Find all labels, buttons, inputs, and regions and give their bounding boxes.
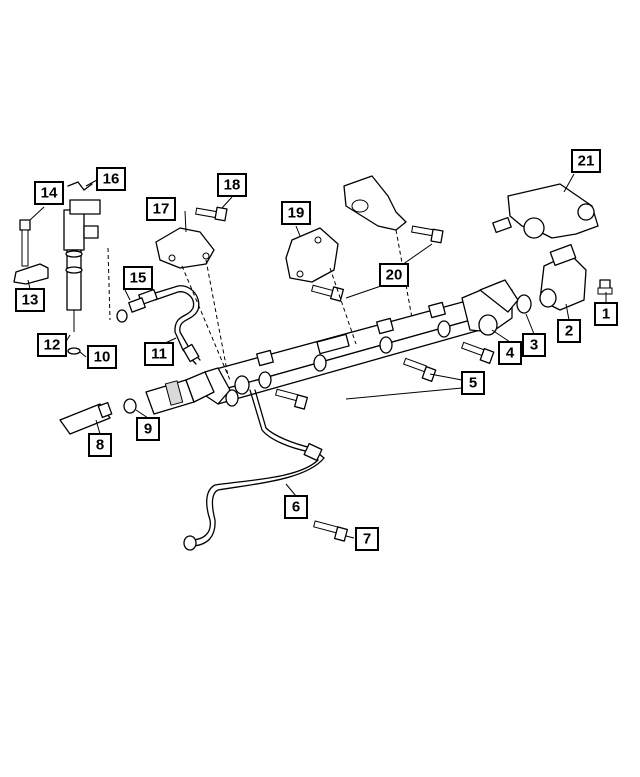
- callout-9-label: 9: [144, 421, 152, 438]
- pressure-sensor-8: [59, 402, 113, 435]
- callout-1: 1: [594, 302, 618, 326]
- callout-20: 20: [379, 263, 409, 287]
- fuel-line-11: [138, 285, 201, 365]
- fuel-rail: [199, 279, 519, 407]
- callout-13-label: 13: [22, 292, 39, 309]
- callout-15-label: 15: [130, 270, 147, 287]
- bolt-7: [313, 520, 349, 542]
- callout-17-label: 17: [153, 201, 170, 218]
- callout-21: 21: [571, 149, 601, 173]
- o-ring-3: [516, 294, 532, 314]
- rail-pressure-sensor: [145, 371, 215, 415]
- callout-12: 12: [37, 333, 67, 357]
- callout-7-label: 7: [363, 531, 371, 548]
- injector-washer: [67, 347, 81, 355]
- bolt-19: [310, 284, 345, 302]
- callout-19-label: 19: [288, 205, 305, 222]
- bolts-5: [274, 341, 495, 410]
- callout-6-label: 6: [292, 499, 300, 516]
- callout-12-label: 12: [44, 337, 61, 354]
- callout-15: 15: [123, 266, 153, 290]
- callout-4: 4: [498, 341, 522, 365]
- bracket-20: [343, 175, 407, 231]
- callout-18-label: 18: [224, 177, 241, 194]
- callout-6: 6: [284, 495, 308, 519]
- callout-14: 14: [34, 181, 64, 205]
- callout-3-label: 3: [530, 337, 538, 354]
- bolt-20: [411, 225, 444, 244]
- injector-clamp: [13, 263, 49, 285]
- callout-14-label: 14: [41, 185, 58, 202]
- callout-1-label: 1: [602, 306, 610, 323]
- bracket-19: [285, 227, 339, 283]
- callout-16: 16: [96, 167, 126, 191]
- bolt-18: [195, 206, 228, 222]
- callout-5-label: 5: [469, 375, 477, 392]
- callout-21-label: 21: [578, 153, 595, 170]
- callout-11-label: 11: [151, 346, 167, 363]
- callout-10: 10: [87, 345, 117, 369]
- fuel-injector: [63, 199, 101, 332]
- callout-13: 13: [15, 288, 45, 312]
- callout-5: 5: [461, 371, 485, 395]
- leader-lines: [27, 173, 607, 539]
- o-ring-9: [123, 398, 137, 414]
- callout-3: 3: [522, 333, 546, 357]
- callout-16-label: 16: [103, 171, 120, 188]
- retaining-clip: [67, 181, 93, 191]
- fuel-line-6: [183, 389, 325, 551]
- callout-20-label: 20: [386, 267, 403, 284]
- bolt-1: [597, 279, 613, 295]
- line-fitting: [116, 297, 146, 323]
- housing-21: [492, 183, 599, 239]
- callout-10-label: 10: [94, 349, 111, 366]
- callout-19: 19: [281, 201, 311, 225]
- callout-8: 8: [88, 433, 112, 457]
- bracket-17: [155, 227, 215, 269]
- callout-2: 2: [557, 319, 581, 343]
- callout-18: 18: [217, 173, 247, 197]
- callout-4-label: 4: [506, 345, 515, 362]
- callout-7: 7: [355, 527, 379, 551]
- callout-2-label: 2: [565, 323, 573, 340]
- clamp-bolt: [19, 219, 31, 267]
- callout-11: 11: [144, 342, 174, 366]
- callout-17: 17: [146, 197, 176, 221]
- pressure-regulator: [539, 244, 587, 311]
- callout-8-label: 8: [96, 437, 104, 454]
- callout-9: 9: [136, 417, 160, 441]
